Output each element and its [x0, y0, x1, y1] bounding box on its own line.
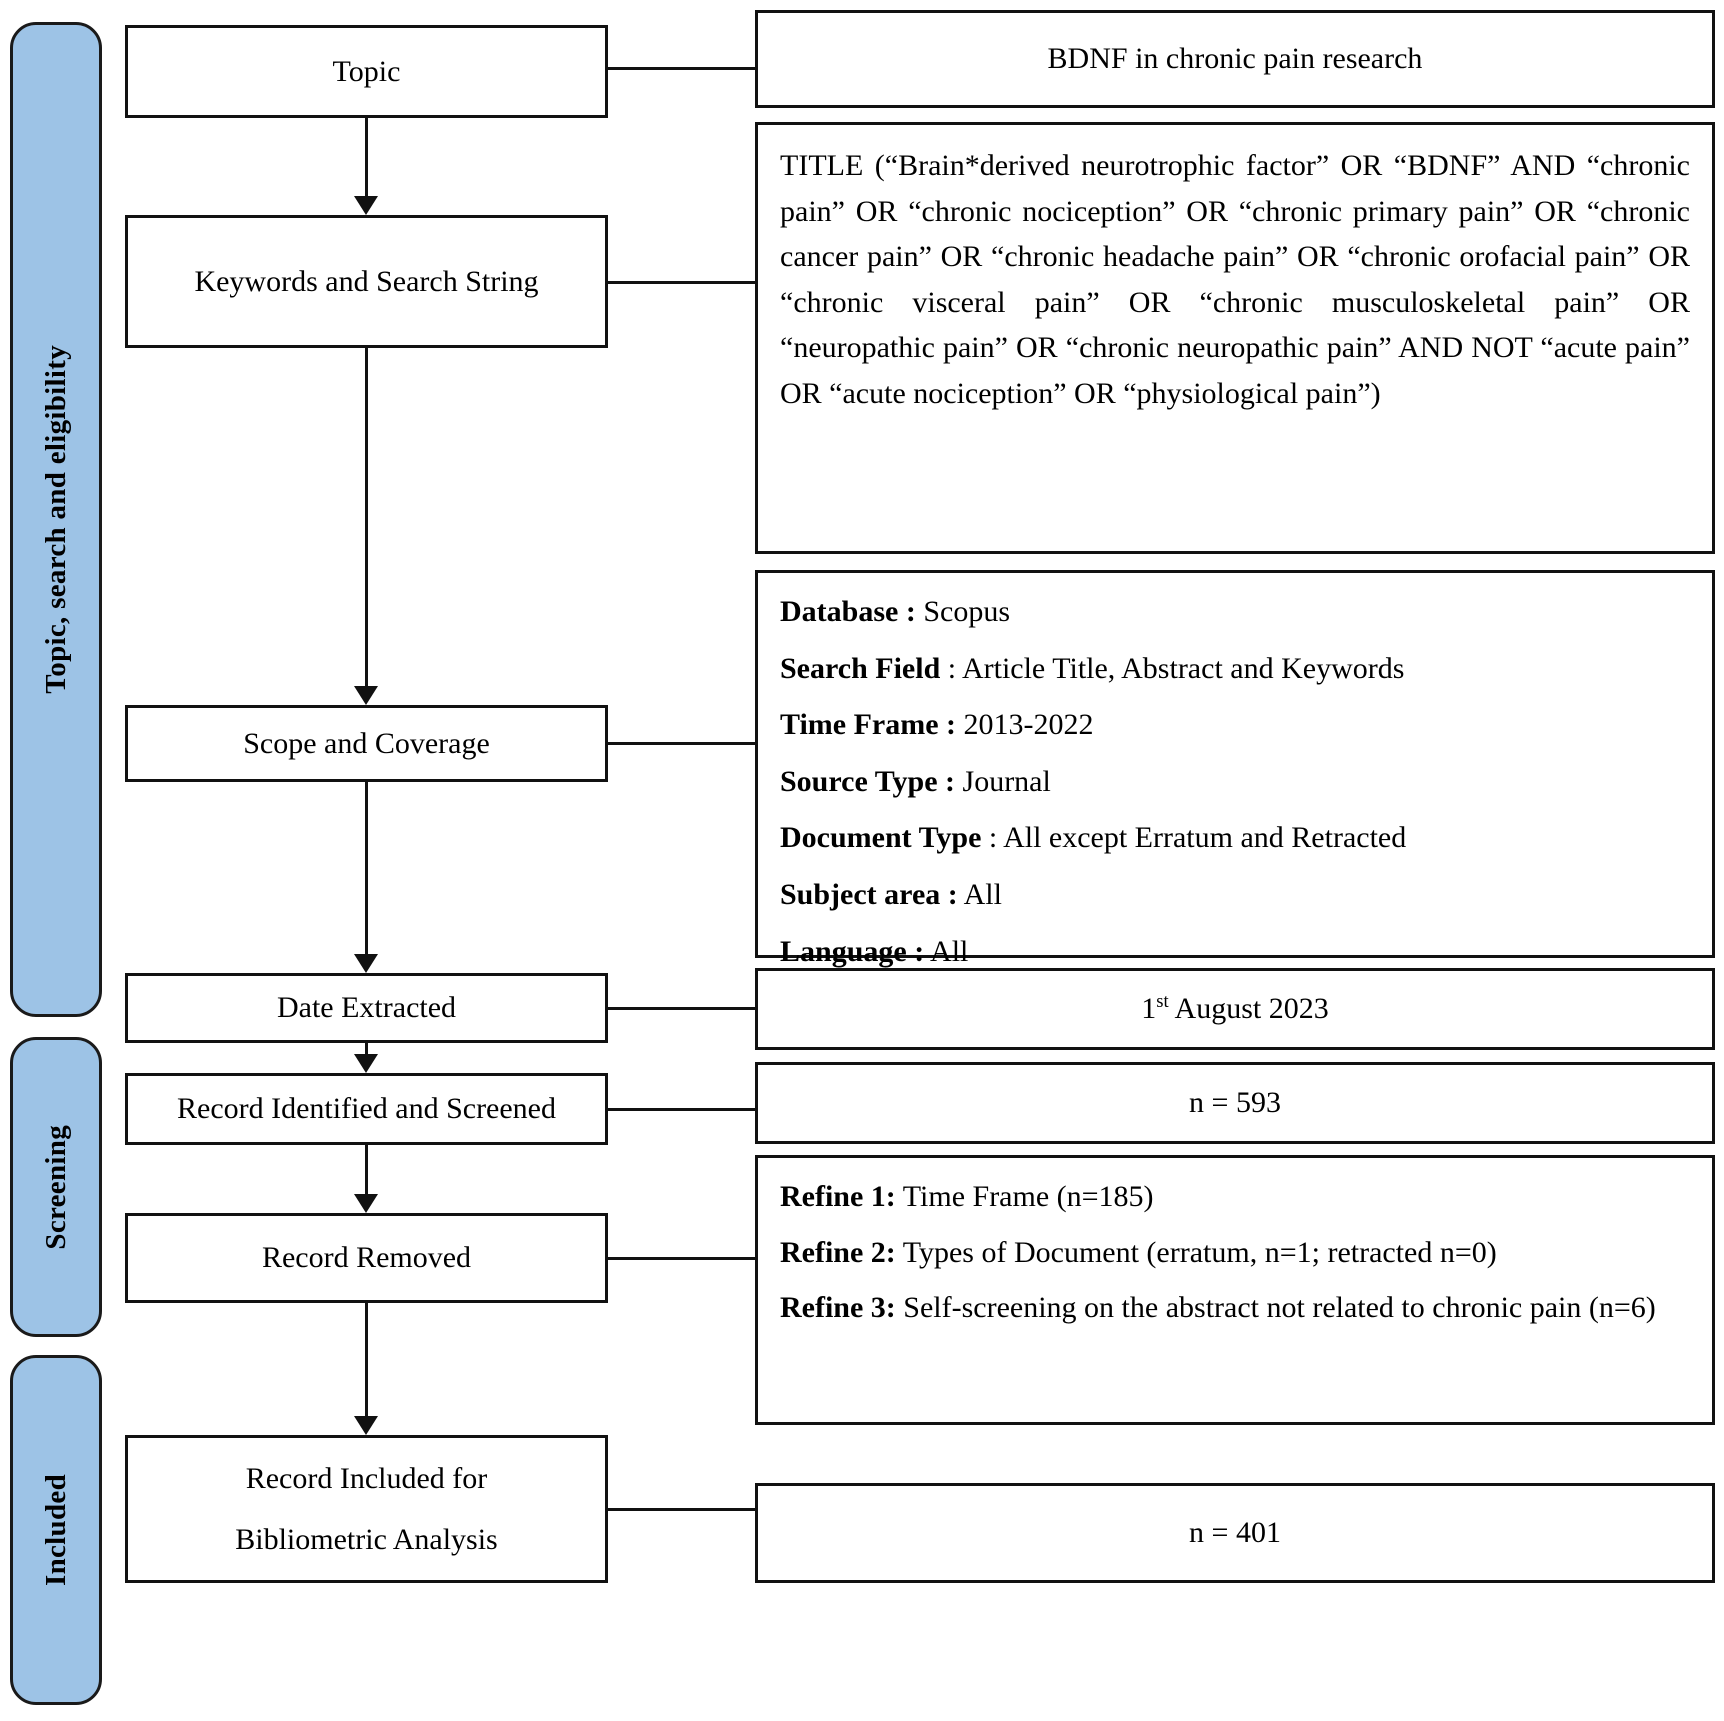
- scope-value-document-type: : All except Erratum and Retracted: [988, 821, 1407, 855]
- scope-item-language: Language : All: [780, 929, 1690, 975]
- detail-box-records-identified: n = 593: [755, 1062, 1715, 1144]
- scope-key-time-frame: Time Frame :: [780, 708, 957, 742]
- detail-box-records-included: n = 401: [755, 1483, 1715, 1583]
- flow-arrow-removed-to-included: [354, 1416, 378, 1435]
- refine-value-3: Self-screening on the abstract not relat…: [895, 1291, 1656, 1325]
- flow-line-topic-to-keywords: [365, 118, 368, 196]
- process-box-topic-label: Topic: [332, 54, 401, 88]
- connector-records-identified: [608, 1108, 758, 1111]
- stage-label-topic-search-eligibility: Topic, search and eligibility: [39, 345, 72, 694]
- stage-pill-included: Included: [10, 1355, 102, 1705]
- process-box-record-identified-label: Record Identified and Screened: [177, 1092, 556, 1126]
- scope-item-search-field: Search Field : Article Title, Abstract a…: [780, 646, 1690, 692]
- connector-topic: [608, 67, 758, 70]
- detail-topic-text: BDNF in chronic pain research: [1047, 42, 1423, 76]
- scope-key-subject-area: Subject area :: [780, 877, 958, 911]
- detail-box-search-string: TITLE (“Brain*derived neurotrophic facto…: [755, 122, 1715, 554]
- flow-line-date-to-identified: [365, 1043, 368, 1054]
- detail-date-extracted-text: 1st August 2023: [1141, 986, 1328, 1032]
- connector-record-removed: [608, 1257, 758, 1260]
- date-month-year: August 2023: [1168, 992, 1329, 1026]
- detail-records-identified-text: n = 593: [1189, 1086, 1281, 1120]
- refine-item-2: Refine 2: Types of Document (erratum, n=…: [780, 1230, 1690, 1276]
- scope-key-language: Language :: [780, 934, 925, 968]
- date-ordinal-suffix: st: [1156, 991, 1169, 1013]
- scope-key-database: Database :: [780, 595, 916, 628]
- flow-arrow-keywords-to-scope: [354, 686, 378, 705]
- detail-search-string-text: TITLE (“Brain*derived neurotrophic facto…: [780, 149, 1690, 410]
- refine-key-3: Refine 3:: [780, 1291, 896, 1325]
- refine-value-2: Types of Document (erratum, n=1; retract…: [895, 1235, 1497, 1269]
- detail-box-topic: BDNF in chronic pain research: [755, 10, 1715, 108]
- scope-value-source-type: Journal: [962, 764, 1051, 798]
- scope-item-database: Database : Scopus: [780, 589, 1690, 635]
- refine-item-3: Refine 3: Self-screening on the abstract…: [780, 1285, 1690, 1331]
- refine-key-1: Refine 1:: [780, 1180, 896, 1213]
- scope-key-document-type: Document Type: [780, 821, 982, 855]
- flow-arrow-identified-to-removed: [354, 1194, 378, 1213]
- flow-arrow-date-to-identified: [354, 1054, 378, 1073]
- detail-box-scope: Database : Scopus Search Field : Article…: [755, 570, 1715, 968]
- stage-pill-screening: Screening: [10, 1037, 102, 1337]
- flow-line-scope-to-date: [365, 782, 368, 954]
- flow-line-removed-to-included: [365, 1303, 368, 1416]
- refine-key-2: Refine 2:: [780, 1235, 896, 1269]
- scope-value-subject-area: All: [963, 877, 1002, 911]
- scope-item-source-type: Source Type : Journal: [780, 759, 1690, 805]
- refine-item-1: Refine 1: Time Frame (n=185): [780, 1174, 1690, 1220]
- scope-key-search-field: Search Field: [780, 651, 941, 685]
- scope-item-time-frame: Time Frame : 2013-2022: [780, 702, 1690, 748]
- flow-arrow-topic-to-keywords: [354, 196, 378, 215]
- scope-value-time-frame: 2013-2022: [963, 708, 1094, 742]
- scope-key-source-type: Source Type :: [780, 764, 956, 798]
- detail-box-refines: Refine 1: Time Frame (n=185) Refine 2: T…: [755, 1155, 1715, 1425]
- scope-item-document-type: Document Type : All except Erratum and R…: [780, 815, 1690, 861]
- process-box-record-included: Record Included for Bibliometric Analysi…: [125, 1435, 608, 1583]
- connector-keywords: [608, 281, 758, 284]
- connector-scope: [608, 742, 758, 745]
- process-box-record-identified: Record Identified and Screened: [125, 1073, 608, 1145]
- stage-pill-topic-search-eligibility: Topic, search and eligibility: [10, 22, 102, 1017]
- stage-label-included: Included: [39, 1474, 72, 1586]
- date-day-number: 1: [1141, 992, 1157, 1026]
- process-box-scope: Scope and Coverage: [125, 705, 608, 782]
- stage-label-screening: Screening: [39, 1124, 72, 1250]
- connector-date-extracted: [608, 1007, 758, 1010]
- flow-arrow-scope-to-date: [354, 954, 378, 973]
- process-box-keywords-label: Keywords and Search String: [194, 264, 539, 298]
- scope-item-subject-area: Subject area : All: [780, 872, 1690, 918]
- refine-value-1: Time Frame (n=185): [895, 1180, 1154, 1213]
- scope-value-search-field: : Article Title, Abstract and Keywords: [947, 651, 1405, 685]
- process-box-date-extracted-label: Date Extracted: [276, 991, 457, 1025]
- process-box-record-removed: Record Removed: [125, 1213, 608, 1303]
- detail-box-date-extracted: 1st August 2023: [755, 968, 1715, 1050]
- process-box-record-removed-label: Record Removed: [261, 1241, 472, 1275]
- process-box-date-extracted: Date Extracted: [125, 973, 608, 1043]
- process-box-record-included-line2: Bibliometric Analysis: [235, 1523, 498, 1556]
- process-box-topic: Topic: [125, 25, 608, 118]
- process-box-scope-label: Scope and Coverage: [243, 726, 490, 760]
- scope-value-language: All: [930, 934, 969, 968]
- connector-records-included: [608, 1508, 758, 1511]
- scope-value-database: Scopus: [923, 595, 1011, 628]
- process-box-record-included-line1: Record Included for: [245, 1461, 488, 1495]
- detail-records-included-text: n = 401: [1189, 1516, 1281, 1550]
- flow-line-identified-to-removed: [365, 1145, 368, 1194]
- process-box-keywords: Keywords and Search String: [125, 215, 608, 348]
- flow-line-keywords-to-scope: [365, 348, 368, 686]
